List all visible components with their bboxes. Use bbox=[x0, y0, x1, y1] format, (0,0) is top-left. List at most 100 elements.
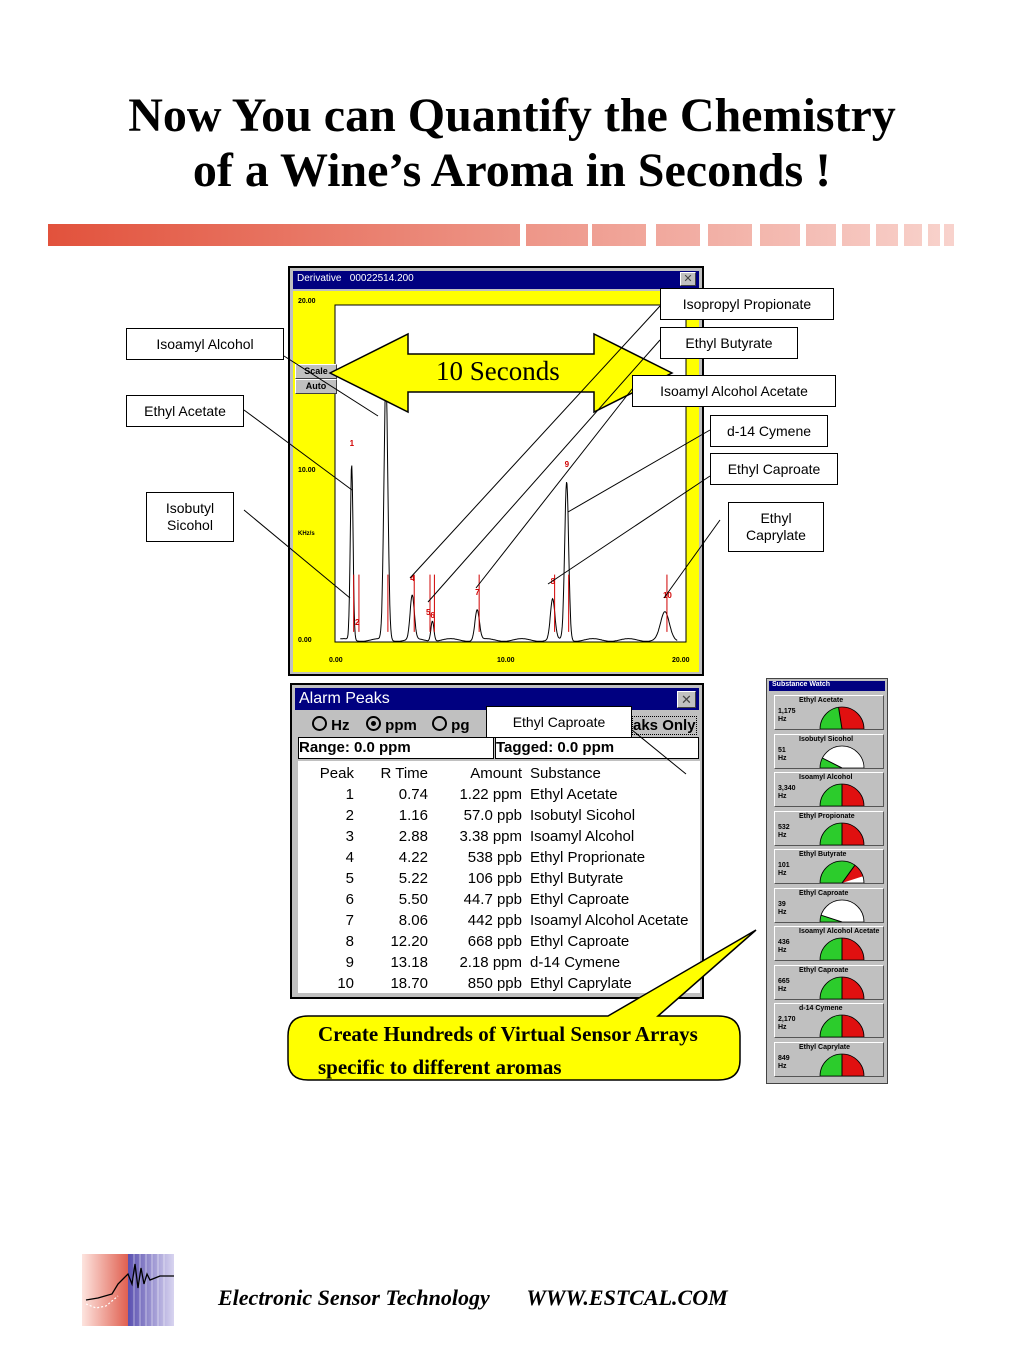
substance-cell: Ethyl Butyrate bbox=[530, 870, 624, 887]
table-row[interactable]: 3 2.88 3.38 ppm Isoamyl Alcohol bbox=[298, 826, 688, 847]
rtime-cell: 4.22 bbox=[398, 849, 428, 866]
radio-pg[interactable]: pg bbox=[432, 716, 470, 734]
gauge-fill-rest bbox=[842, 1015, 864, 1037]
gauge-dial-icon bbox=[819, 860, 865, 883]
range-field: Range: 0.0 ppm bbox=[298, 737, 494, 759]
peaks-table: Peak R Time Amount Substance 1 0.74 1.22 p… bbox=[298, 763, 689, 993]
gauge-fill-green bbox=[820, 1015, 842, 1037]
amount-cell: 1.22 ppm bbox=[459, 786, 522, 803]
gradient-bar-segment bbox=[655, 223, 701, 247]
substance-cell: Isoamyl Alcohol Acetate bbox=[530, 912, 689, 929]
radio-ppm[interactable]: ppm bbox=[366, 716, 417, 734]
peak-cell: 1 bbox=[345, 786, 354, 803]
chromatogram-trace bbox=[340, 380, 678, 642]
gauge-fill-rest bbox=[842, 938, 864, 960]
gauge-outline bbox=[819, 706, 865, 729]
title-line-1: Now You can Quantify the Chemistry bbox=[128, 89, 896, 142]
peak-number-label: 8 bbox=[550, 577, 556, 587]
gauge-needle bbox=[841, 864, 856, 883]
substance-cell: Isoamyl Alcohol bbox=[530, 828, 635, 845]
y-tick-top: 20.00 bbox=[298, 298, 316, 305]
x-tick-left: 0.00 bbox=[329, 657, 343, 664]
gauge-fill-green bbox=[820, 861, 855, 883]
y-tick-bottom: 0.00 bbox=[298, 637, 312, 644]
gauge-needle bbox=[822, 757, 843, 768]
callout-isopropyl-propionate: Isopropyl Propionate bbox=[660, 288, 834, 320]
peak-cell: 10 bbox=[337, 975, 354, 992]
gauge-outline bbox=[819, 860, 865, 883]
callout-ethyl-butyrate: Ethyl Butyrate bbox=[660, 327, 798, 359]
gauge-name: Isoamyl Alcohol bbox=[799, 774, 853, 781]
peak-cell: 3 bbox=[345, 828, 354, 845]
rtime-cell: 2.88 bbox=[398, 828, 428, 845]
arrow-label: 10 Seconds bbox=[436, 356, 560, 386]
gradient-bar-segment bbox=[841, 223, 871, 247]
peaks-header-row: Peak R Time Amount Substance bbox=[298, 763, 688, 784]
rtime-cell: 0.74 bbox=[398, 786, 428, 803]
amount-cell: 668 ppb bbox=[467, 933, 522, 950]
gauge-fill-rest bbox=[842, 976, 864, 999]
radio-empty-icon bbox=[312, 716, 327, 731]
gauge-needle bbox=[820, 914, 843, 922]
alarm-peaks-title: Alarm Peaks bbox=[299, 690, 390, 707]
table-row[interactable]: 1 0.74 1.22 ppm Ethyl Acetate bbox=[298, 784, 688, 805]
peak-number-label: 6 bbox=[430, 611, 435, 621]
gauge-dial-icon bbox=[819, 1014, 865, 1037]
peak-number-label: 10 bbox=[662, 590, 672, 600]
amount-cell: 3.38 ppm bbox=[459, 828, 522, 845]
gauge-fill-red bbox=[842, 865, 863, 883]
substance-cell: Ethyl Caproate bbox=[530, 933, 630, 950]
substance-cell: Ethyl Acetate bbox=[530, 786, 618, 803]
footer-url[interactable]: WWW.ESTCAL.COM bbox=[526, 1285, 728, 1310]
gauge-outline bbox=[819, 822, 865, 845]
close-icon[interactable]: ✕ bbox=[680, 272, 696, 286]
peak-number-label: 1 bbox=[349, 439, 355, 449]
radio-hz-label: Hz bbox=[331, 717, 350, 734]
speech-balloon-text: Create Hundreds of Virtual Sensor Arrays… bbox=[318, 1022, 698, 1079]
derivative-title: Derivative 00022514.200 bbox=[297, 273, 414, 284]
close-icon[interactable]: ✕ bbox=[677, 691, 696, 708]
x-tick-right: 20.00 bbox=[672, 657, 690, 664]
gauge-fill-rest bbox=[842, 822, 864, 845]
peak-number-label: 4 bbox=[410, 574, 415, 584]
footer-company: Electronic Sensor Technology bbox=[218, 1285, 490, 1310]
gauge-fill-green bbox=[820, 707, 842, 729]
rtime-cell: 13.18 bbox=[390, 954, 428, 971]
radio-hz[interactable]: Hz bbox=[312, 716, 350, 734]
peak-number-label: 7 bbox=[475, 587, 480, 597]
gradient-bar-segment bbox=[47, 223, 521, 247]
gradient-bar-segment bbox=[927, 223, 941, 247]
peaks-only-toggle[interactable]: aks Only bbox=[632, 716, 697, 735]
gradient-bar-segment bbox=[943, 223, 955, 247]
gauge-name: Ethyl Acetate bbox=[799, 697, 844, 704]
gradient-bar-segment bbox=[707, 223, 753, 247]
substance-cell: Ethyl Caprylate bbox=[530, 975, 632, 992]
callout-isoamyl-alcohol: Isoamyl Alcohol bbox=[126, 328, 284, 360]
gauge-name: d-14 Cymene bbox=[799, 1005, 843, 1012]
derivative-window: Derivative 00022514.200 ✕ 20.00 10.00 KH… bbox=[288, 266, 704, 676]
gauge-needle bbox=[838, 707, 843, 729]
